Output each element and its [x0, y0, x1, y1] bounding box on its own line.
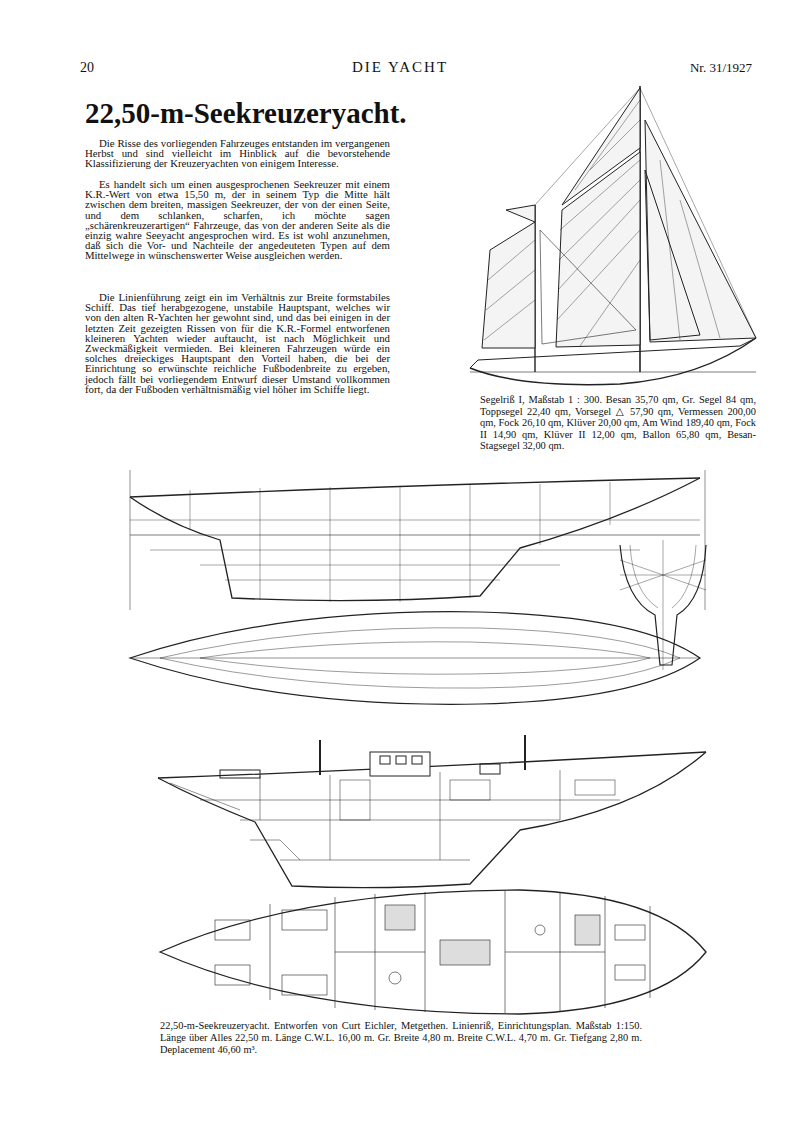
page-number: 20 — [80, 60, 94, 76]
lines-plan — [130, 470, 706, 704]
arrangement-profile — [158, 735, 706, 888]
figure-caption: Segelriß I, Maßstab 1 : 300. Besan 35,70… — [480, 394, 756, 452]
figure-caption: 22,50-m-Seekreuzeryacht. Entworfen von C… — [160, 1020, 642, 1056]
journal-name: DIE YACHT — [300, 59, 500, 76]
arrangement-plan — [160, 890, 706, 1014]
body-paragraph: Die Linienführung zeigt ein im Verhältni… — [85, 292, 390, 394]
body-paragraph: Die Risse des vorliegenden Fahrzeuges en… — [85, 138, 390, 169]
article-title: 22,50-m-Seekreuzeryacht. — [85, 96, 405, 130]
body-paragraph: Es handelt sich um einen ausgesprochenen… — [85, 179, 390, 261]
sail-plan — [470, 86, 756, 385]
issue-number: Nr. 31/1927 — [640, 60, 752, 76]
